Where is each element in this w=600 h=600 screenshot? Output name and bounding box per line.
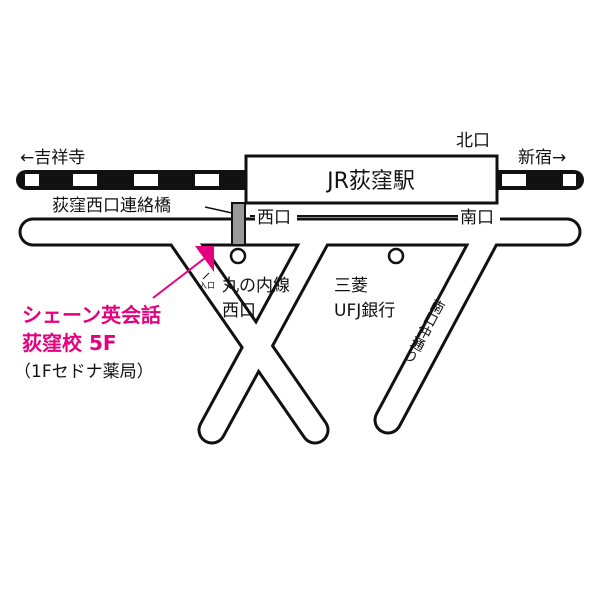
- school-name: シェーン英会話: [22, 303, 161, 327]
- north-exit-label: 北口: [456, 131, 490, 151]
- bank-marker: [387, 247, 405, 265]
- direction-shinjuku: 新宿→: [518, 148, 566, 168]
- subway-marker: [229, 247, 247, 265]
- station-building: [244, 154, 499, 205]
- school-leader: [152, 257, 206, 299]
- bridge: [231, 202, 246, 246]
- south-exit-label: 南口: [460, 208, 494, 228]
- bank-label-2: UFJ銀行: [334, 301, 395, 321]
- roads-fill: [21, 220, 579, 442]
- bridge-label: 荻窪西口連絡橋: [52, 196, 171, 216]
- station-label: JR荻窪駅: [325, 169, 415, 194]
- entrance-label: 入口: [199, 281, 215, 290]
- entrance-arrow-icon: [202, 272, 210, 280]
- school-branch: 荻窪校 5F: [22, 331, 117, 355]
- bridge-leader: [204, 206, 233, 214]
- school-note: （1Fセドナ薬局）: [14, 362, 154, 382]
- subway-label-2: 西口: [222, 301, 256, 321]
- subway-label-1: 丸の内線: [222, 276, 290, 296]
- west-exit-label: 西口: [257, 208, 291, 228]
- direction-kichijoji: ←吉祥寺: [20, 148, 85, 168]
- bank-label-1: 三菱: [334, 276, 368, 296]
